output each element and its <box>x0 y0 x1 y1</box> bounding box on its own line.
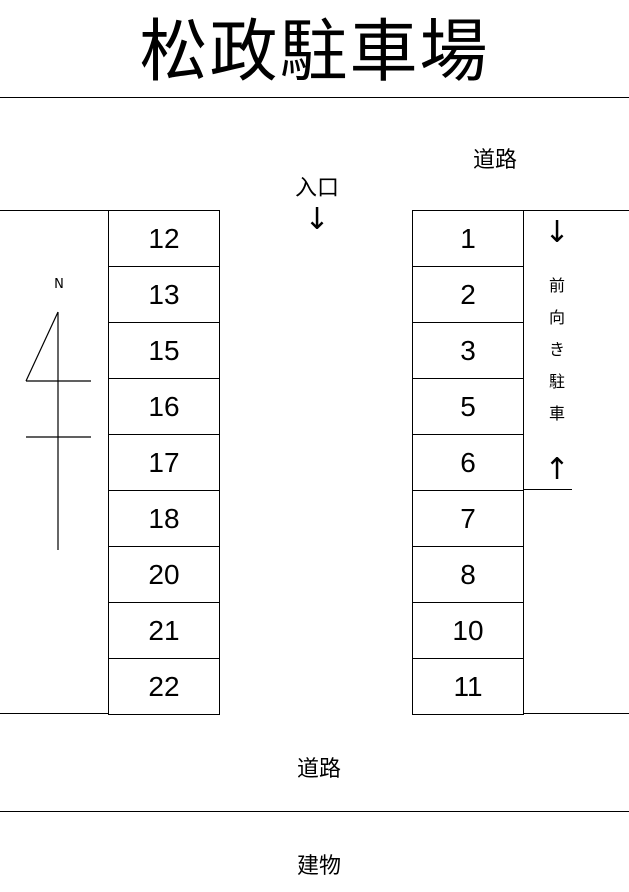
right-area-top-border <box>523 210 629 211</box>
parking-space-15: 15 <box>109 323 219 379</box>
parking-space-22: 22 <box>148 671 180 702</box>
parking-space-6: 6 <box>413 435 523 491</box>
left-area-bottom-border <box>0 713 109 714</box>
title-divider <box>0 97 629 98</box>
front-parking-down-arrow-icon: ↓ <box>544 215 570 250</box>
parking-space-7: 7 <box>413 491 523 547</box>
left-parking-column: 12 13 15 16 17 18 20 21 22 <box>108 210 220 715</box>
front-parking-char-5: 車 <box>548 404 565 423</box>
parking-space-21: 21 <box>109 603 219 659</box>
road-label-bottom: 道路 <box>296 757 341 782</box>
front-parking-up-arrow-icon: ↑ <box>544 452 570 487</box>
parking-space-16: 16 <box>109 379 219 435</box>
parking-space-3: 3 <box>413 323 523 379</box>
parking-space-1: 1 <box>413 211 523 267</box>
front-parking-char-3: き <box>548 340 565 359</box>
parking-space-17: 17 <box>109 435 219 491</box>
page-title: 松政駐車場 <box>139 13 490 92</box>
front-parking-char-2: 向 <box>548 308 565 327</box>
front-parking-char-1: 前 <box>548 276 565 295</box>
front-parking-char-4: 駐 <box>548 372 565 391</box>
right-parking-column: 1 2 3 5 6 7 8 10 11 <box>412 210 524 715</box>
parking-space-11: 11 <box>453 671 483 702</box>
parking-space-10: 10 <box>413 603 523 659</box>
road-building-divider <box>0 811 629 812</box>
parking-space-18: 18 <box>109 491 219 547</box>
parking-space-5: 5 <box>413 379 523 435</box>
entrance-arrow-icon: ↓ <box>304 202 330 237</box>
compass-north-label: N <box>54 277 64 292</box>
parking-space-13: 13 <box>109 267 219 323</box>
front-parking-divider <box>523 489 572 490</box>
parking-space-2: 2 <box>413 267 523 323</box>
parking-space-12: 12 <box>109 211 219 267</box>
left-area-top-border <box>0 210 109 211</box>
compass-icon <box>25 311 91 550</box>
parking-space-20: 20 <box>109 547 219 603</box>
entrance-label: 入口 <box>294 176 339 201</box>
road-label-top: 道路 <box>472 148 517 173</box>
parking-space-8: 8 <box>413 547 523 603</box>
building-label: 建物 <box>296 854 341 879</box>
right-area-bottom-border <box>523 713 629 714</box>
